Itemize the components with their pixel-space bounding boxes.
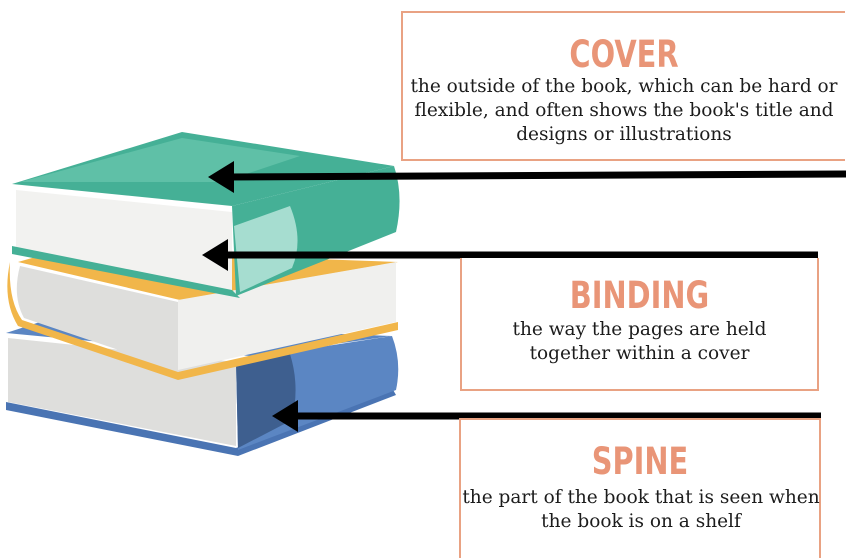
spine-definition: the part of the book that is seen when t…: [462, 487, 820, 532]
binding-term: BINDING: [569, 274, 710, 317]
cover-callout: COVER the outside of the book, which can…: [401, 11, 845, 161]
yellow-book-pages-right: [178, 262, 396, 370]
green-book-pages: [16, 190, 232, 292]
cover-arrow-head: [208, 161, 234, 193]
spine-term: SPINE: [591, 440, 689, 483]
spine-arrow-head: [272, 400, 298, 432]
green-book-bottom-edge: [12, 246, 240, 298]
cover-term: COVER: [569, 33, 679, 76]
binding-definition: the way the pages are held together with…: [512, 319, 767, 364]
spine-callout: SPINE the part of the book that is seen …: [459, 418, 821, 558]
binding-arrow-head: [202, 239, 228, 271]
binding-callout: BINDING the way the pages are held toget…: [460, 258, 819, 391]
blue-book-spine-band: [236, 354, 296, 448]
green-book: [12, 132, 400, 298]
cover-definition: the outside of the book, which can be ha…: [410, 76, 838, 145]
blue-book-bottom-edge: [6, 388, 396, 456]
binding-arrow: [202, 239, 818, 271]
cover-arrow-shaft: [227, 170, 846, 181]
yellow-book-cover-edge: [7, 262, 398, 380]
green-book-spine-label: [234, 206, 298, 292]
yellow-book-pages-left: [16, 266, 178, 370]
spine-arrow: [272, 400, 821, 432]
cover-arrow: [208, 161, 846, 193]
